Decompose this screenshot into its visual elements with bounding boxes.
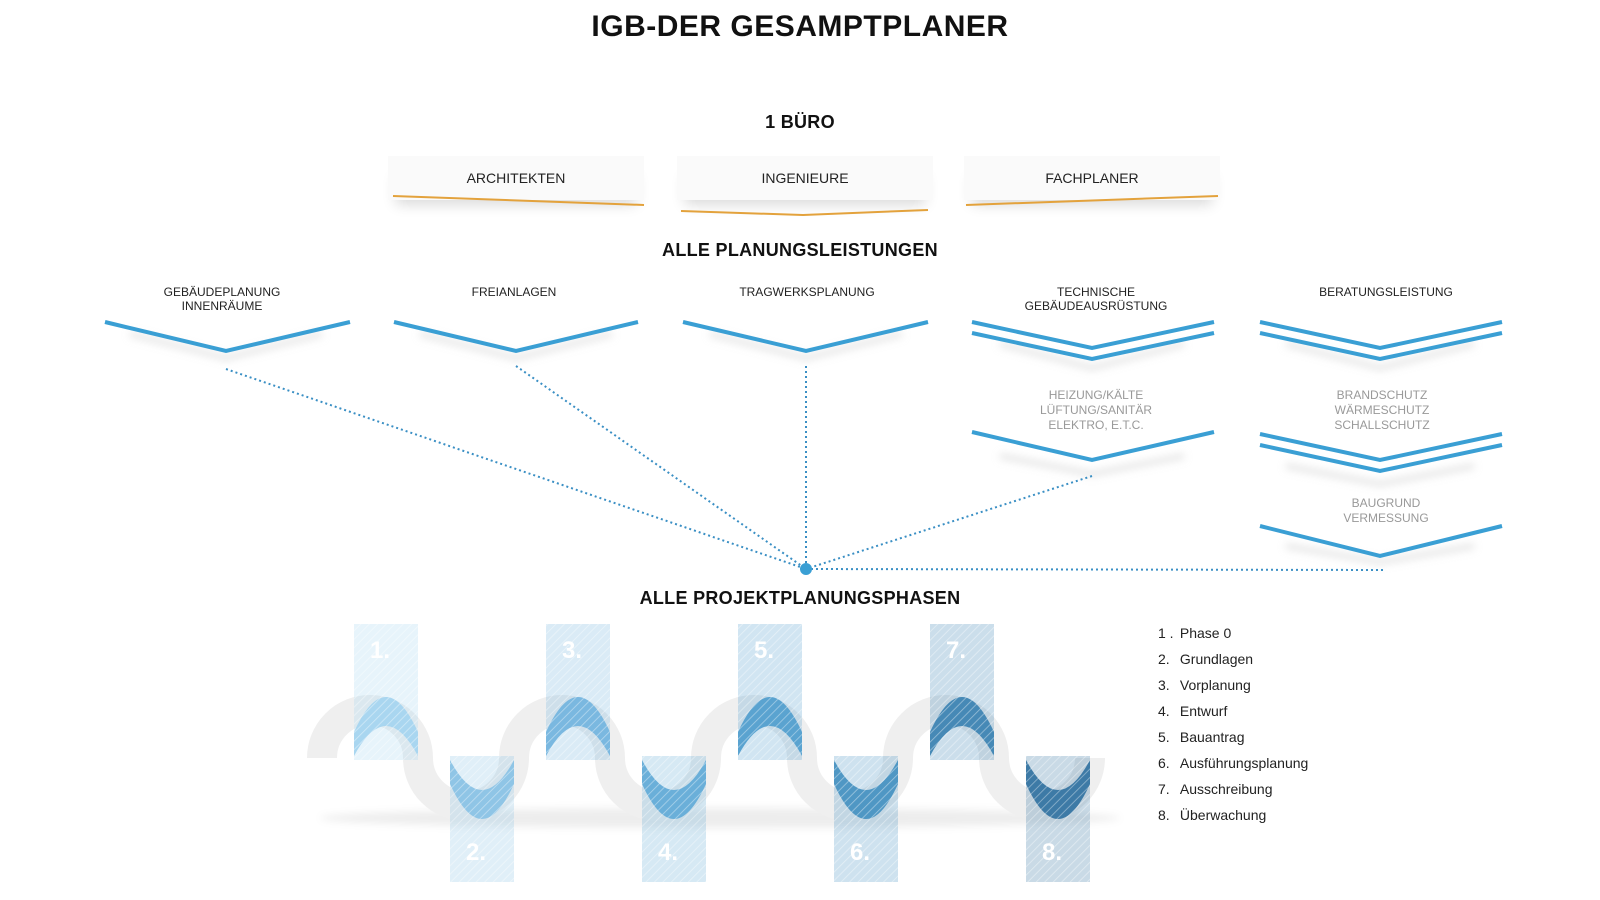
phase-marker: 8. xyxy=(1042,839,1062,866)
chevron-beratung-2 xyxy=(1259,331,1503,362)
phase-arc-hatch xyxy=(930,697,994,756)
legend-label: Ausführungsplanung xyxy=(1179,755,1309,771)
sub-label-line: WÄRMESCHUTZ xyxy=(1334,403,1430,417)
phase-wave: 1. 2. 3. 4. 5. 6. 7. 8. xyxy=(307,624,1120,882)
legend-item: 6. Ausführungsplanung xyxy=(1158,750,1418,776)
legend-item: 5. Bauantrag xyxy=(1158,724,1418,750)
sub-label-line: VERMESSUNG xyxy=(1343,511,1429,525)
service-label-line: FREIANLAGEN xyxy=(471,285,557,299)
legend-number: 4. xyxy=(1158,703,1170,719)
phases-heading: ALLE PROJEKTPLANUNGSPHASEN xyxy=(639,588,961,608)
phase-marker: 5. xyxy=(754,637,774,664)
phase-legend: 1 . Phase 0 2. Grundlagen 3. Vorplanung … xyxy=(1158,620,1418,828)
phase-arc-hatch xyxy=(450,760,514,819)
connector-lines xyxy=(225,365,1385,571)
legend-number: 3. xyxy=(1158,677,1170,693)
sub-label-line: SCHALLSCHUTZ xyxy=(1334,418,1430,432)
phase-marker: 6. xyxy=(850,839,870,866)
chevron-haustechnik xyxy=(971,430,1215,463)
phase-marker: 1. xyxy=(370,637,390,664)
phase-arc-hatch xyxy=(642,760,706,819)
service-label-freianlagen: FREIANLAGEN xyxy=(394,285,634,299)
connector-line xyxy=(225,368,807,570)
legend-item: 7. Ausschreibung xyxy=(1158,776,1418,802)
card-architekten: ARCHITEKTEN xyxy=(388,156,644,200)
service-label-line: GEBÄUDEAUSRÜSTUNG xyxy=(1024,299,1168,313)
legend-label: Phase 0 xyxy=(1179,625,1232,641)
card-underline xyxy=(392,195,645,206)
chevron-baugrund xyxy=(1259,524,1503,559)
chevron-gebaeudeplanung xyxy=(104,320,351,354)
legend-number: 1 . xyxy=(1158,625,1174,641)
services-heading: ALLE PLANUNGSLEISTUNGEN xyxy=(662,240,938,260)
legend-number: 5. xyxy=(1158,729,1170,745)
chevron-bauphysik-1 xyxy=(1259,432,1503,463)
chevron-bauphysik-2 xyxy=(1259,443,1503,474)
phase-arc-hatch xyxy=(546,697,610,756)
legend-item: 8. Überwachung xyxy=(1158,802,1418,828)
phase-arc-hatch xyxy=(354,697,418,756)
page-title: IGB-DER GESAMPTPLANER xyxy=(591,10,1009,43)
office-heading: 1 BÜRO xyxy=(765,112,835,132)
legend-number: 2. xyxy=(1158,651,1170,667)
legend-label: Grundlagen xyxy=(1179,651,1254,667)
sub-label-bauphysik: BRANDSCHUTZ WÄRMESCHUTZ SCHALLSCHUTZ xyxy=(1262,388,1502,433)
chevron-tga-1 xyxy=(971,320,1215,351)
legend-label: Vorplanung xyxy=(1179,677,1251,693)
sub-label-line: LÜFTUNG/SANITÄR xyxy=(1039,403,1152,417)
chevron-freianlagen xyxy=(393,320,639,354)
service-label-line: GEBÄUDEPLANUNG xyxy=(163,285,281,299)
chevron-beratung-1 xyxy=(1259,320,1503,351)
phase-arc-hatch xyxy=(738,697,802,756)
phase-arc-hatch xyxy=(834,760,898,819)
phase-marker: 4. xyxy=(658,839,678,866)
service-label-technische-gebaeudeausruestung: TECHNISCHE GEBÄUDEAUSRÜSTUNG xyxy=(976,285,1216,313)
chevrons xyxy=(104,320,1503,566)
sub-label-haustechnik: HEIZUNG/KÄLTE LÜFTUNG/SANITÄR ELEKTRO, E… xyxy=(976,388,1216,433)
card-underline xyxy=(680,209,929,217)
service-label-line: TRAGWERKSPLANUNG xyxy=(739,285,875,299)
hub-dot xyxy=(800,563,812,575)
service-label-line: BERATUNGSLEISTUNG xyxy=(1319,285,1453,299)
legend-label: Bauantrag xyxy=(1179,729,1245,745)
chevron-tragwerksplanung xyxy=(682,320,929,354)
legend-label: Entwurf xyxy=(1179,703,1228,719)
legend-label: Überwachung xyxy=(1179,807,1267,823)
service-label-tragwerksplanung: TRAGWERKSPLANUNG xyxy=(687,285,927,299)
connector-line xyxy=(805,475,1093,570)
service-label-line: INNENRÄUME xyxy=(181,299,263,313)
phase-marker: 7. xyxy=(946,637,966,664)
phase-marker: 3. xyxy=(562,637,582,664)
sub-label-line: HEIZUNG/KÄLTE xyxy=(1048,388,1144,402)
card-underline xyxy=(965,195,1219,206)
legend-item: 1 . Phase 0 xyxy=(1158,620,1418,646)
service-label-gebaeudeplanung: GEBÄUDEPLANUNG INNENRÄUME xyxy=(102,285,342,313)
sub-label-baugrund: BAUGRUND VERMESSUNG xyxy=(1266,496,1506,526)
card-ingenieure: INGENIEURE xyxy=(677,156,933,200)
connector-line xyxy=(805,568,1385,571)
legend-item: 4. Entwurf xyxy=(1158,698,1418,724)
phase-arc-hatch xyxy=(1026,760,1090,819)
legend-item: 2. Grundlagen xyxy=(1158,646,1418,672)
legend-item: 3. Vorplanung xyxy=(1158,672,1418,698)
legend-number: 7. xyxy=(1158,781,1170,797)
phase-marker: 2. xyxy=(466,839,486,866)
legend-number: 8. xyxy=(1158,807,1170,823)
card-fachplaner: FACHPLANER xyxy=(964,156,1220,200)
sub-label-line: BRANDSCHUTZ xyxy=(1336,388,1428,402)
service-label-line: TECHNISCHE xyxy=(1056,285,1135,299)
sub-label-line: BAUGRUND xyxy=(1351,496,1421,510)
legend-number: 6. xyxy=(1158,755,1170,771)
chevron-tga-2 xyxy=(971,331,1215,362)
legend-label: Ausschreibung xyxy=(1179,781,1273,797)
sub-label-line: ELEKTRO, E.T.C. xyxy=(1048,418,1144,432)
card-underlines xyxy=(392,195,1219,217)
connector-line xyxy=(515,365,807,570)
service-label-beratungsleistung: BERATUNGSLEISTUNG xyxy=(1266,285,1506,299)
